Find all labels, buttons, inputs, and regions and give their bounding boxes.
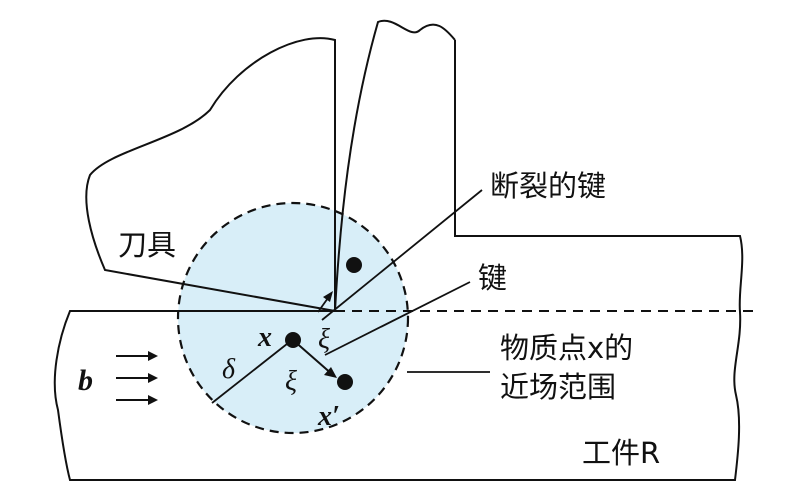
body-force-label: b <box>78 364 93 397</box>
workpiece-outline <box>53 40 744 481</box>
material-point-x <box>285 332 301 348</box>
broken-bond-leader <box>321 189 483 321</box>
horizon-label-line1: 物质点x的 <box>500 331 633 365</box>
horizon-circle <box>176 201 410 435</box>
body-force-arrows <box>116 351 158 405</box>
delta-label: δ <box>222 354 236 385</box>
horizon-label-line2: 近场范围 <box>500 370 616 404</box>
bond-xi-upper-arrowhead <box>323 291 333 302</box>
bond-xi-lower <box>292 339 334 376</box>
material-point-broken <box>346 257 362 273</box>
point-x-prime-label: x′ <box>317 401 340 432</box>
chip-outline <box>334 19 456 312</box>
tool-label: 刀具 <box>118 228 176 262</box>
bond-xi-upper <box>317 297 329 313</box>
bond-leader <box>324 281 471 356</box>
broken-bond-label: 断裂的键 <box>490 169 606 203</box>
horizon-radius-line <box>211 339 293 404</box>
material-point-x-prime <box>337 374 353 390</box>
point-x-label: x <box>257 322 272 353</box>
bond-label: 键 <box>478 261 507 295</box>
xi-upper-label: ξ <box>318 324 330 355</box>
bond-xi-lower-arrowhead <box>324 367 337 378</box>
xi-lower-label: ξ <box>285 366 297 397</box>
tool-outline <box>85 37 336 312</box>
workpiece-label: 工件R <box>582 436 660 470</box>
